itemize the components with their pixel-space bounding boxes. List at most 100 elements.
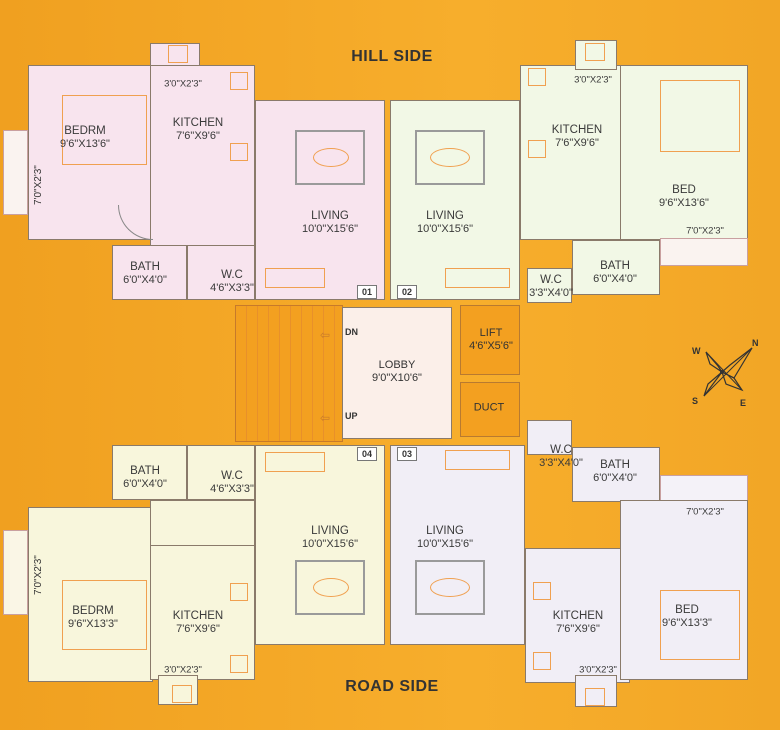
unit-03-wc [527,420,572,455]
unit-04-balcony [3,530,28,615]
rug-icon [415,560,485,615]
coffee-table-icon [430,578,470,597]
unit-02-bath [572,240,660,295]
unit-04-number: 04 [357,447,378,461]
sink-icon [528,68,546,86]
compass-rose: N W S E [690,338,760,410]
sink-icon [533,652,551,670]
rug-icon [415,130,485,185]
unit-03-utility [575,675,617,707]
compass-south: S [692,396,699,406]
stove-icon [230,143,248,161]
unit-03-utility-label: 3'0"X2'3" [579,664,617,676]
stair-down-label: DN [345,327,358,337]
unit-04-kitchen [150,545,255,680]
sink-icon [230,655,248,673]
unit-03-balcony-label: 7'0"X2'3" [686,506,724,518]
stove-icon [533,582,551,600]
bed-icon [660,590,740,660]
unit-02-number: 02 [397,285,418,299]
rug-icon [295,560,365,615]
unit-04-utility-label: 3'0"X2'3" [164,664,202,676]
arrow-left-icon: ⇦ [320,411,331,425]
unit-04-balcony-label: 7'0"X2'3" [33,555,44,595]
road-side-label: ROAD SIDE [345,678,439,695]
stair-up-label: UP [345,411,358,421]
sink-icon [230,72,248,90]
unit-03-living [390,445,525,645]
compass-north: N [752,338,759,348]
rug-icon [295,130,365,185]
lift [460,305,520,375]
unit-01-balcony [3,130,28,215]
unit-01-bath [112,245,187,300]
compass-star-icon [703,347,753,397]
unit-02-balcony-label: 7'0"X2'3" [686,225,724,237]
coffee-table-icon [430,148,470,167]
duct-label: DUCT [473,401,505,414]
compass-west: W [692,346,701,356]
washing-machine-icon [172,685,192,703]
dining-table-icon [445,450,510,470]
unit-02-utility-label: 3'0"X2'3" [574,74,612,86]
unit-04-bath [112,445,187,500]
hill-side-label: HILL SIDE [351,48,433,65]
coffee-table-icon [313,578,349,597]
unit-01-balcony-label: 7'0"X2'3" [33,165,44,205]
arrow-left-icon: ⇦ [320,328,331,342]
unit-03-kitchen [525,548,630,683]
dining-table-icon [265,452,325,472]
washing-machine-icon [168,45,188,63]
coffee-table-icon [313,148,349,167]
stove-icon [528,140,546,158]
unit-02-wc [527,268,572,303]
unit-03-bath [572,447,660,502]
bed-icon [62,580,147,650]
bed-icon [62,95,147,165]
dining-table-icon [265,268,325,288]
unit-02-living [390,100,520,300]
stove-icon [230,583,248,601]
unit-04-wc [187,445,255,500]
bed-icon [660,80,740,152]
lobby [342,307,452,439]
unit-01-utility-label: 3'0"X2'3" [164,78,202,90]
washing-machine-icon [585,688,605,706]
duct [460,382,520,437]
unit-03-balcony [660,475,748,503]
dining-table-icon [445,268,510,288]
unit-01-number: 01 [357,285,378,299]
compass-east: E [740,398,747,408]
unit-01-passage [150,195,255,247]
staircase [235,305,343,442]
unit-03-number: 03 [397,447,418,461]
unit-01-wc [187,245,255,300]
unit-02-balcony [660,238,748,266]
washing-machine-icon [585,43,605,61]
unit-04-bedroom [28,507,153,682]
unit-02-utility [575,40,617,70]
